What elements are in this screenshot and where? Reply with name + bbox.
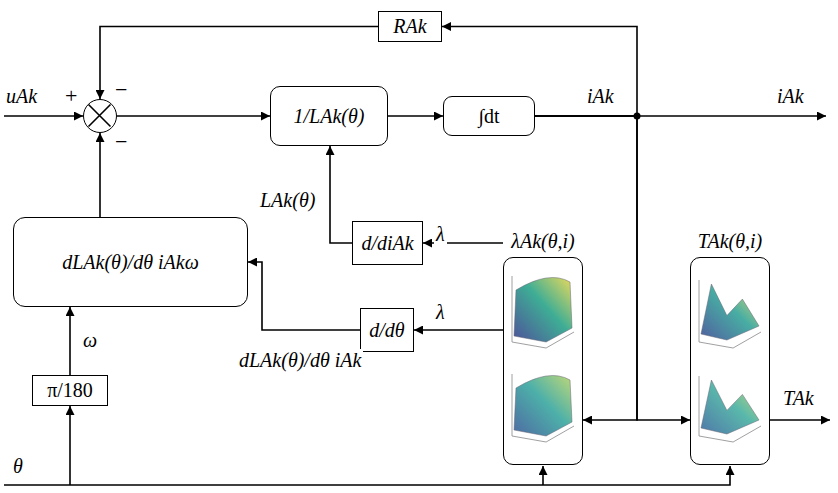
block-text: dLAk(θ)/dθ iAkω xyxy=(62,251,199,274)
plot-axes xyxy=(699,376,761,442)
sign: − xyxy=(115,77,127,102)
output-wire xyxy=(637,115,826,117)
sign: − xyxy=(115,129,127,154)
theta-wire xyxy=(69,406,71,485)
surface-plot xyxy=(701,380,759,434)
table-heading: TAk(θ,i) xyxy=(698,230,762,253)
summing-junction: +−− xyxy=(83,99,117,133)
plot-axes xyxy=(512,276,574,348)
surface-plot xyxy=(514,376,572,437)
connector xyxy=(330,146,352,243)
table-heading: λAk(θ,i) xyxy=(511,230,574,253)
torque-wire xyxy=(769,419,830,421)
lookup-table: TAk(θ,i) xyxy=(690,257,770,465)
connector xyxy=(414,329,503,331)
block: ∫dt xyxy=(443,96,535,136)
signal-label: iAk xyxy=(775,85,806,108)
lookup-table: λAk(θ,i) xyxy=(503,257,583,465)
block-text: RAk xyxy=(393,15,426,38)
block-text: d/dθ xyxy=(369,319,404,342)
block-text: ∫dt xyxy=(478,105,499,128)
cross-symbol xyxy=(84,100,115,131)
block: π/180 xyxy=(32,375,108,406)
input-wire xyxy=(4,115,83,117)
plot-axes xyxy=(699,280,761,348)
signal-label: uAk xyxy=(4,85,39,108)
block-text: d/diAk xyxy=(361,232,413,255)
block: dLAk(θ)/dθ iAkω xyxy=(13,217,248,307)
signal-label: TAk xyxy=(781,387,816,410)
connector xyxy=(248,262,360,330)
signal-label: iAk xyxy=(585,85,616,108)
theta-wire xyxy=(542,466,544,485)
edge-label: ω xyxy=(81,329,99,352)
surface-plots xyxy=(504,258,580,462)
block-text: 1/LAk(θ) xyxy=(294,105,365,128)
edge-label: λ xyxy=(434,301,447,324)
block-text: π/180 xyxy=(47,379,93,402)
connector xyxy=(99,133,101,217)
surface-plot xyxy=(701,284,759,340)
theta-bus xyxy=(4,466,730,485)
edge-label: dLAk(θ)/dθ iAk xyxy=(237,349,363,372)
sign: + xyxy=(65,83,77,108)
signal-label: θ xyxy=(11,455,25,478)
block: 1/LAk(θ) xyxy=(270,86,388,146)
connector xyxy=(69,307,71,375)
plot-axes xyxy=(512,374,574,442)
cross-lines xyxy=(89,105,111,127)
surface-plot xyxy=(514,278,572,343)
block: d/dθ xyxy=(360,308,414,352)
edge-label: LAk(θ) xyxy=(258,189,317,212)
connector xyxy=(388,115,443,117)
block: d/diAk xyxy=(352,221,423,265)
surface-plots xyxy=(691,258,767,462)
block: RAk xyxy=(378,11,442,42)
edge-label: λ xyxy=(434,223,447,246)
connector xyxy=(117,115,270,117)
